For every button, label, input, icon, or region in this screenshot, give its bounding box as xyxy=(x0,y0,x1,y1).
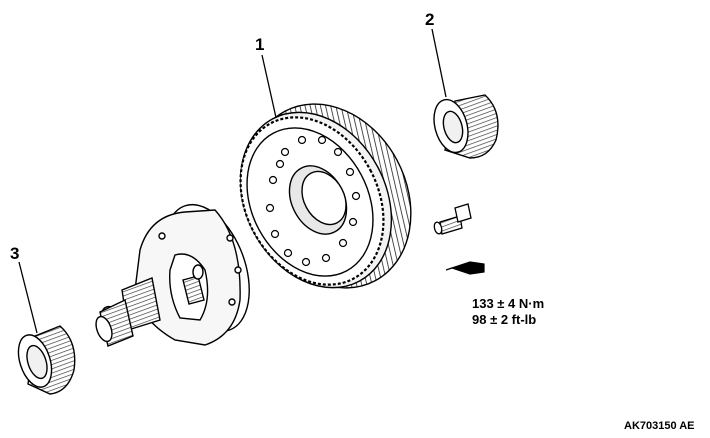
bearing-right xyxy=(433,94,499,159)
callout-1: 1 xyxy=(255,35,265,54)
leader-line-1 xyxy=(261,54,278,123)
torque-wrench-icon xyxy=(445,261,485,275)
ring-gear xyxy=(239,103,412,289)
ring-gear-bolt xyxy=(433,203,472,235)
torque-imperial: 98 ± 2 ft-lb xyxy=(472,312,537,327)
torque-spec: 133 ± 4 N·m 98 ± 2 ft-lb xyxy=(472,296,544,328)
callout-2: 2 xyxy=(425,10,435,29)
leader-lines xyxy=(18,28,447,334)
differential-case xyxy=(95,203,250,347)
ring-gear-bolt-holes xyxy=(265,135,361,267)
leader-line-2 xyxy=(431,28,447,98)
leader-line-3 xyxy=(18,261,38,334)
figure-id: AK703150 AE xyxy=(624,420,695,432)
bearing-left xyxy=(17,325,76,395)
callout-3: 3 xyxy=(10,244,20,263)
torque-metric: 133 ± 4 N·m xyxy=(472,296,545,311)
